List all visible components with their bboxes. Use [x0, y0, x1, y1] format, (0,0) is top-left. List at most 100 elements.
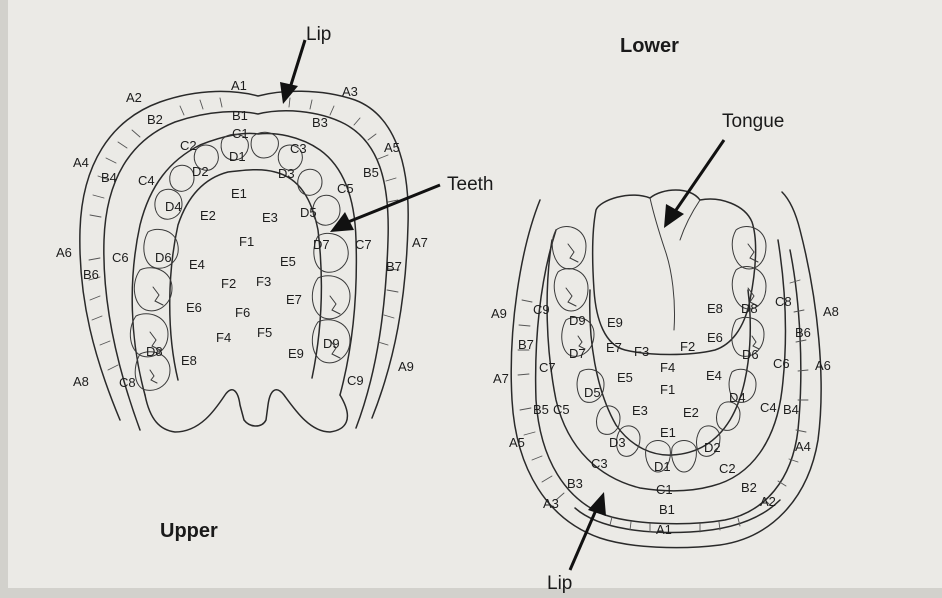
upper-label-b7: B7 [386, 259, 402, 274]
lower-label-d6: D6 [742, 347, 759, 362]
lower-label-c9: C9 [533, 302, 550, 317]
upper-label-c6: C6 [112, 250, 129, 265]
upper-label-a5: A5 [384, 140, 400, 155]
upper-label-b1: B1 [232, 108, 248, 123]
upper-label-f3: F3 [256, 274, 271, 289]
callout-lower-lip: Lip [547, 573, 572, 594]
upper-label-c8: C8 [119, 375, 136, 390]
upper-label-a9: A9 [398, 359, 414, 374]
upper-label-e1: E1 [231, 186, 247, 201]
upper-label-f2: F2 [221, 276, 236, 291]
lower-label-e8: E8 [707, 301, 723, 316]
lower-label-a3: A3 [543, 496, 559, 511]
upper-label-e9: E9 [288, 346, 304, 361]
upper-label-d2: D2 [192, 164, 209, 179]
lower-label-a1: A1 [656, 522, 672, 537]
lower-label-a4: A4 [795, 439, 811, 454]
lower-label-a2: A2 [760, 494, 776, 509]
upper-label-b2: B2 [147, 112, 163, 127]
lower-label-d8: D8 [741, 301, 758, 316]
upper-label-f1: F1 [239, 234, 254, 249]
upper-label-a8: A8 [73, 374, 89, 389]
lower-label-a6: A6 [815, 358, 831, 373]
lower-label-e9: E9 [607, 315, 623, 330]
upper-label-e8: E8 [181, 353, 197, 368]
upper-label-d1: D1 [229, 149, 246, 164]
lower-label-b6: B6 [795, 325, 811, 340]
lower-label-b1: B1 [659, 502, 675, 517]
upper-label-d3: D3 [278, 166, 295, 181]
lower-label-f2: F2 [680, 339, 695, 354]
upper-label-a2: A2 [126, 90, 142, 105]
upper-label-c1: C1 [232, 126, 249, 141]
lower-label-e2: E2 [683, 405, 699, 420]
upper-label-f6: F6 [235, 305, 250, 320]
upper-label-b6: B6 [83, 267, 99, 282]
upper-label-b5: B5 [363, 165, 379, 180]
lower-label-d4: D4 [729, 390, 746, 405]
lower-label-c4: C4 [760, 400, 777, 415]
lower-label-f1: F1 [660, 382, 675, 397]
callout-tongue: Tongue [722, 111, 784, 132]
lower-label-d1: D1 [654, 459, 671, 474]
upper-label-d7: D7 [313, 237, 330, 252]
lower-label-f4: F4 [660, 360, 675, 375]
upper-label-d5: D5 [300, 205, 317, 220]
lower-label-b2: B2 [741, 480, 757, 495]
upper-label-a6: A6 [56, 245, 72, 260]
lower-label-b4: B4 [783, 402, 799, 417]
lower-label-d7: D7 [569, 346, 586, 361]
lower-label-a9: A9 [491, 306, 507, 321]
lower-label-e1: E1 [660, 425, 676, 440]
lower-label-e6: E6 [707, 330, 723, 345]
lower-label-d2: D2 [704, 440, 721, 455]
upper-label-d9: D9 [323, 336, 340, 351]
lower-label-d3: D3 [609, 435, 626, 450]
upper-label-e7: E7 [286, 292, 302, 307]
upper-label-e4: E4 [189, 257, 205, 272]
upper-label-a7: A7 [412, 235, 428, 250]
upper-label-c7: C7 [355, 237, 372, 252]
heading-upper: Upper [160, 520, 218, 542]
upper-label-a3: A3 [342, 84, 358, 99]
lower-label-b7: B7 [518, 337, 534, 352]
upper-label-e6: E6 [186, 300, 202, 315]
lower-label-c1: C1 [656, 482, 673, 497]
upper-label-b4: B4 [101, 170, 117, 185]
lower-label-c5: C5 [553, 402, 570, 417]
upper-label-f5: F5 [257, 325, 272, 340]
paper-edge-left [0, 0, 8, 598]
upper-label-d8: D8 [146, 344, 163, 359]
lower-label-a7: A7 [493, 371, 509, 386]
lower-label-e7: E7 [606, 340, 622, 355]
upper-label-e2: E2 [200, 208, 216, 223]
upper-label-a4: A4 [73, 155, 89, 170]
lower-label-c2: C2 [719, 461, 736, 476]
upper-label-c4: C4 [138, 173, 155, 188]
lower-label-d5: D5 [584, 385, 601, 400]
lower-label-c6: C6 [773, 356, 790, 371]
lower-label-a5: A5 [509, 435, 525, 450]
callout-teeth: Teeth [447, 174, 493, 195]
upper-label-a1: A1 [231, 78, 247, 93]
upper-label-e5: E5 [280, 254, 296, 269]
callout-upper-lip: Lip [306, 24, 331, 45]
paper-edge-bottom [0, 588, 942, 598]
lower-label-f3: F3 [634, 344, 649, 359]
lower-label-e5: E5 [617, 370, 633, 385]
upper-label-d4: D4 [165, 199, 182, 214]
upper-label-c9: C9 [347, 373, 364, 388]
lower-label-c3: C3 [591, 456, 608, 471]
lower-label-c8: C8 [775, 294, 792, 309]
lower-label-d9: D9 [569, 313, 586, 328]
lower-label-b5: B5 [533, 402, 549, 417]
upper-label-b3: B3 [312, 115, 328, 130]
upper-label-f4: F4 [216, 330, 231, 345]
lower-label-e3: E3 [632, 403, 648, 418]
lower-label-c7: C7 [539, 360, 556, 375]
upper-label-c3: C3 [290, 141, 307, 156]
lower-label-e4: E4 [706, 368, 722, 383]
lower-label-a8: A8 [823, 304, 839, 319]
lower-label-b3: B3 [567, 476, 583, 491]
